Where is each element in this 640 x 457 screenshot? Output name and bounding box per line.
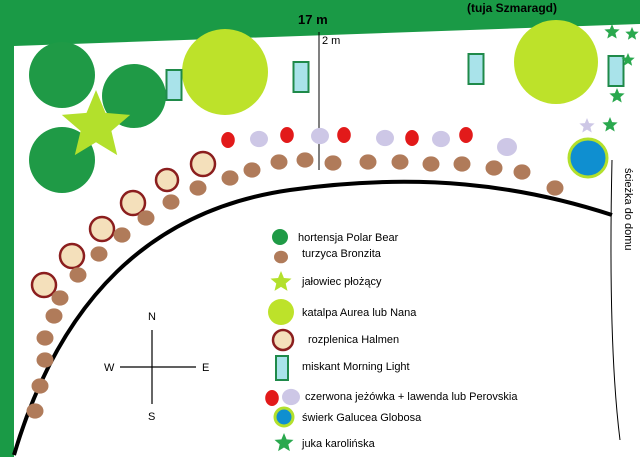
lawenda-plant <box>497 138 517 156</box>
top-dimension: 17 m <box>298 12 328 27</box>
legend-label: czerwona jeżówka + lawenda lub Perovskia <box>305 391 518 403</box>
turzyca-plant <box>162 194 180 210</box>
lawenda-plant <box>311 127 329 145</box>
juka-plant <box>602 117 618 132</box>
lawenda-plant <box>376 129 394 147</box>
legend-label: turzyca Bronzita <box>302 248 382 260</box>
lawendaStar-plant <box>579 118 595 133</box>
turzyca-plant <box>45 308 63 324</box>
compass-e: E <box>202 362 209 374</box>
compass: N S W E <box>104 311 209 423</box>
hedge-label: (tuja Szmaragd) <box>467 1 557 15</box>
legend-label: katalpa Aurea lub Nana <box>302 307 417 319</box>
path-label: ścieżka do domu <box>622 168 634 251</box>
legend-item-rozplenica: rozplenica Halmen <box>271 328 399 352</box>
turzyca-plant <box>36 330 54 346</box>
plants <box>26 20 639 419</box>
jezowka-plant <box>280 127 294 143</box>
rozplenica-plant <box>189 150 217 178</box>
jezowka-plant <box>405 130 419 146</box>
legend: hortensja Polar Bear turzyca Bronzita jało… <box>265 229 518 452</box>
turzyca-plant <box>453 156 471 172</box>
juka-plant <box>621 53 635 66</box>
miskant-plant <box>165 69 183 101</box>
turzyca-plant <box>422 156 440 172</box>
lawenda-plant <box>432 130 450 148</box>
hortensja-plant <box>29 42 95 108</box>
turzyca-plant <box>137 210 155 226</box>
legend-item-jezowka: czerwona jeżówka + lawenda lub Perovskia <box>265 388 518 406</box>
jalowiec-plant <box>61 90 131 156</box>
miskant-legend-symbol <box>275 355 289 381</box>
legend-item-miskant: miskant Morning Light <box>275 355 410 381</box>
turzyca-plant <box>546 180 564 196</box>
legend-item-jalowiec: jałowiec płożący <box>270 271 382 291</box>
turzyca-plant <box>31 378 49 394</box>
turzyca-plant <box>270 154 288 170</box>
jezowka-plant <box>459 127 473 143</box>
legend-label: hortensja Polar Bear <box>298 232 399 244</box>
katalpa-plant <box>514 20 598 104</box>
legend-label: rozplenica Halmen <box>308 334 399 346</box>
hortensja-plant <box>102 64 166 128</box>
turzyca-plant <box>296 152 314 168</box>
miskant-plant <box>292 61 310 93</box>
compass-n: N <box>148 311 156 323</box>
miskant-plant <box>467 53 485 85</box>
turzyca-plant <box>90 246 108 262</box>
jezowka-legend-symbol <box>265 388 300 406</box>
jezowka-plant <box>337 127 351 143</box>
legend-item-juka: juka karolińska <box>274 433 376 452</box>
lawenda-plant <box>250 130 268 148</box>
inner-dimension: 2 m <box>322 35 340 47</box>
turzyca-plant <box>69 267 87 283</box>
turzyca-plant <box>243 162 261 178</box>
legend-item-hortensja: hortensja Polar Bear <box>272 229 399 245</box>
turzyca-legend-symbol <box>274 250 288 264</box>
legend-label: miskant Morning Light <box>302 361 410 373</box>
hortensja-legend-symbol <box>272 229 288 245</box>
turzyca-plant <box>26 403 44 419</box>
turzyca-plant <box>324 155 342 171</box>
turzyca-plant <box>485 160 503 176</box>
jalowiec-legend-symbol <box>270 271 292 291</box>
miskant-plant <box>607 55 625 87</box>
juka-plant <box>604 24 620 39</box>
turzyca-plant <box>36 352 54 368</box>
juka-plant <box>625 27 639 40</box>
legend-label: jałowiec płożący <box>301 276 382 288</box>
rozplenica-plant <box>58 242 86 270</box>
legend-item-swierk: świerk Galucea Globosa <box>273 406 422 428</box>
legend-label: juka karolińska <box>301 438 376 450</box>
legend-item-katalpa: katalpa Aurea lub Nana <box>268 299 417 325</box>
rozplenica-plant <box>88 215 116 243</box>
compass-s: S <box>148 411 155 423</box>
turzyca-plant <box>113 227 131 243</box>
turzyca-plant <box>189 180 207 196</box>
turzyca-plant <box>391 154 409 170</box>
juka-plant <box>609 88 625 103</box>
swierk-legend-symbol <box>273 406 295 428</box>
bed-edge-right <box>610 159 621 441</box>
rozplenica-plant <box>30 271 58 299</box>
compass-w: W <box>104 362 115 374</box>
bed-edge-inner <box>12 179 613 456</box>
legend-item-turzyca: turzyca Bronzita <box>274 248 382 264</box>
turzyca-plant <box>51 290 69 306</box>
rozplenica-plant <box>154 167 180 193</box>
rozplenica-legend-symbol <box>271 328 295 352</box>
jezowka-plant <box>221 132 235 148</box>
rozplenica-plant <box>119 189 147 217</box>
katalpa-plant <box>182 29 268 115</box>
turzyca-plant <box>359 154 377 170</box>
legend-label: świerk Galucea Globosa <box>302 412 422 424</box>
turzyca-plant <box>513 164 531 180</box>
juka-legend-symbol <box>274 433 294 452</box>
katalpa-legend-symbol <box>268 299 294 325</box>
swierk-plant <box>567 137 609 179</box>
turzyca-plant <box>221 170 239 186</box>
